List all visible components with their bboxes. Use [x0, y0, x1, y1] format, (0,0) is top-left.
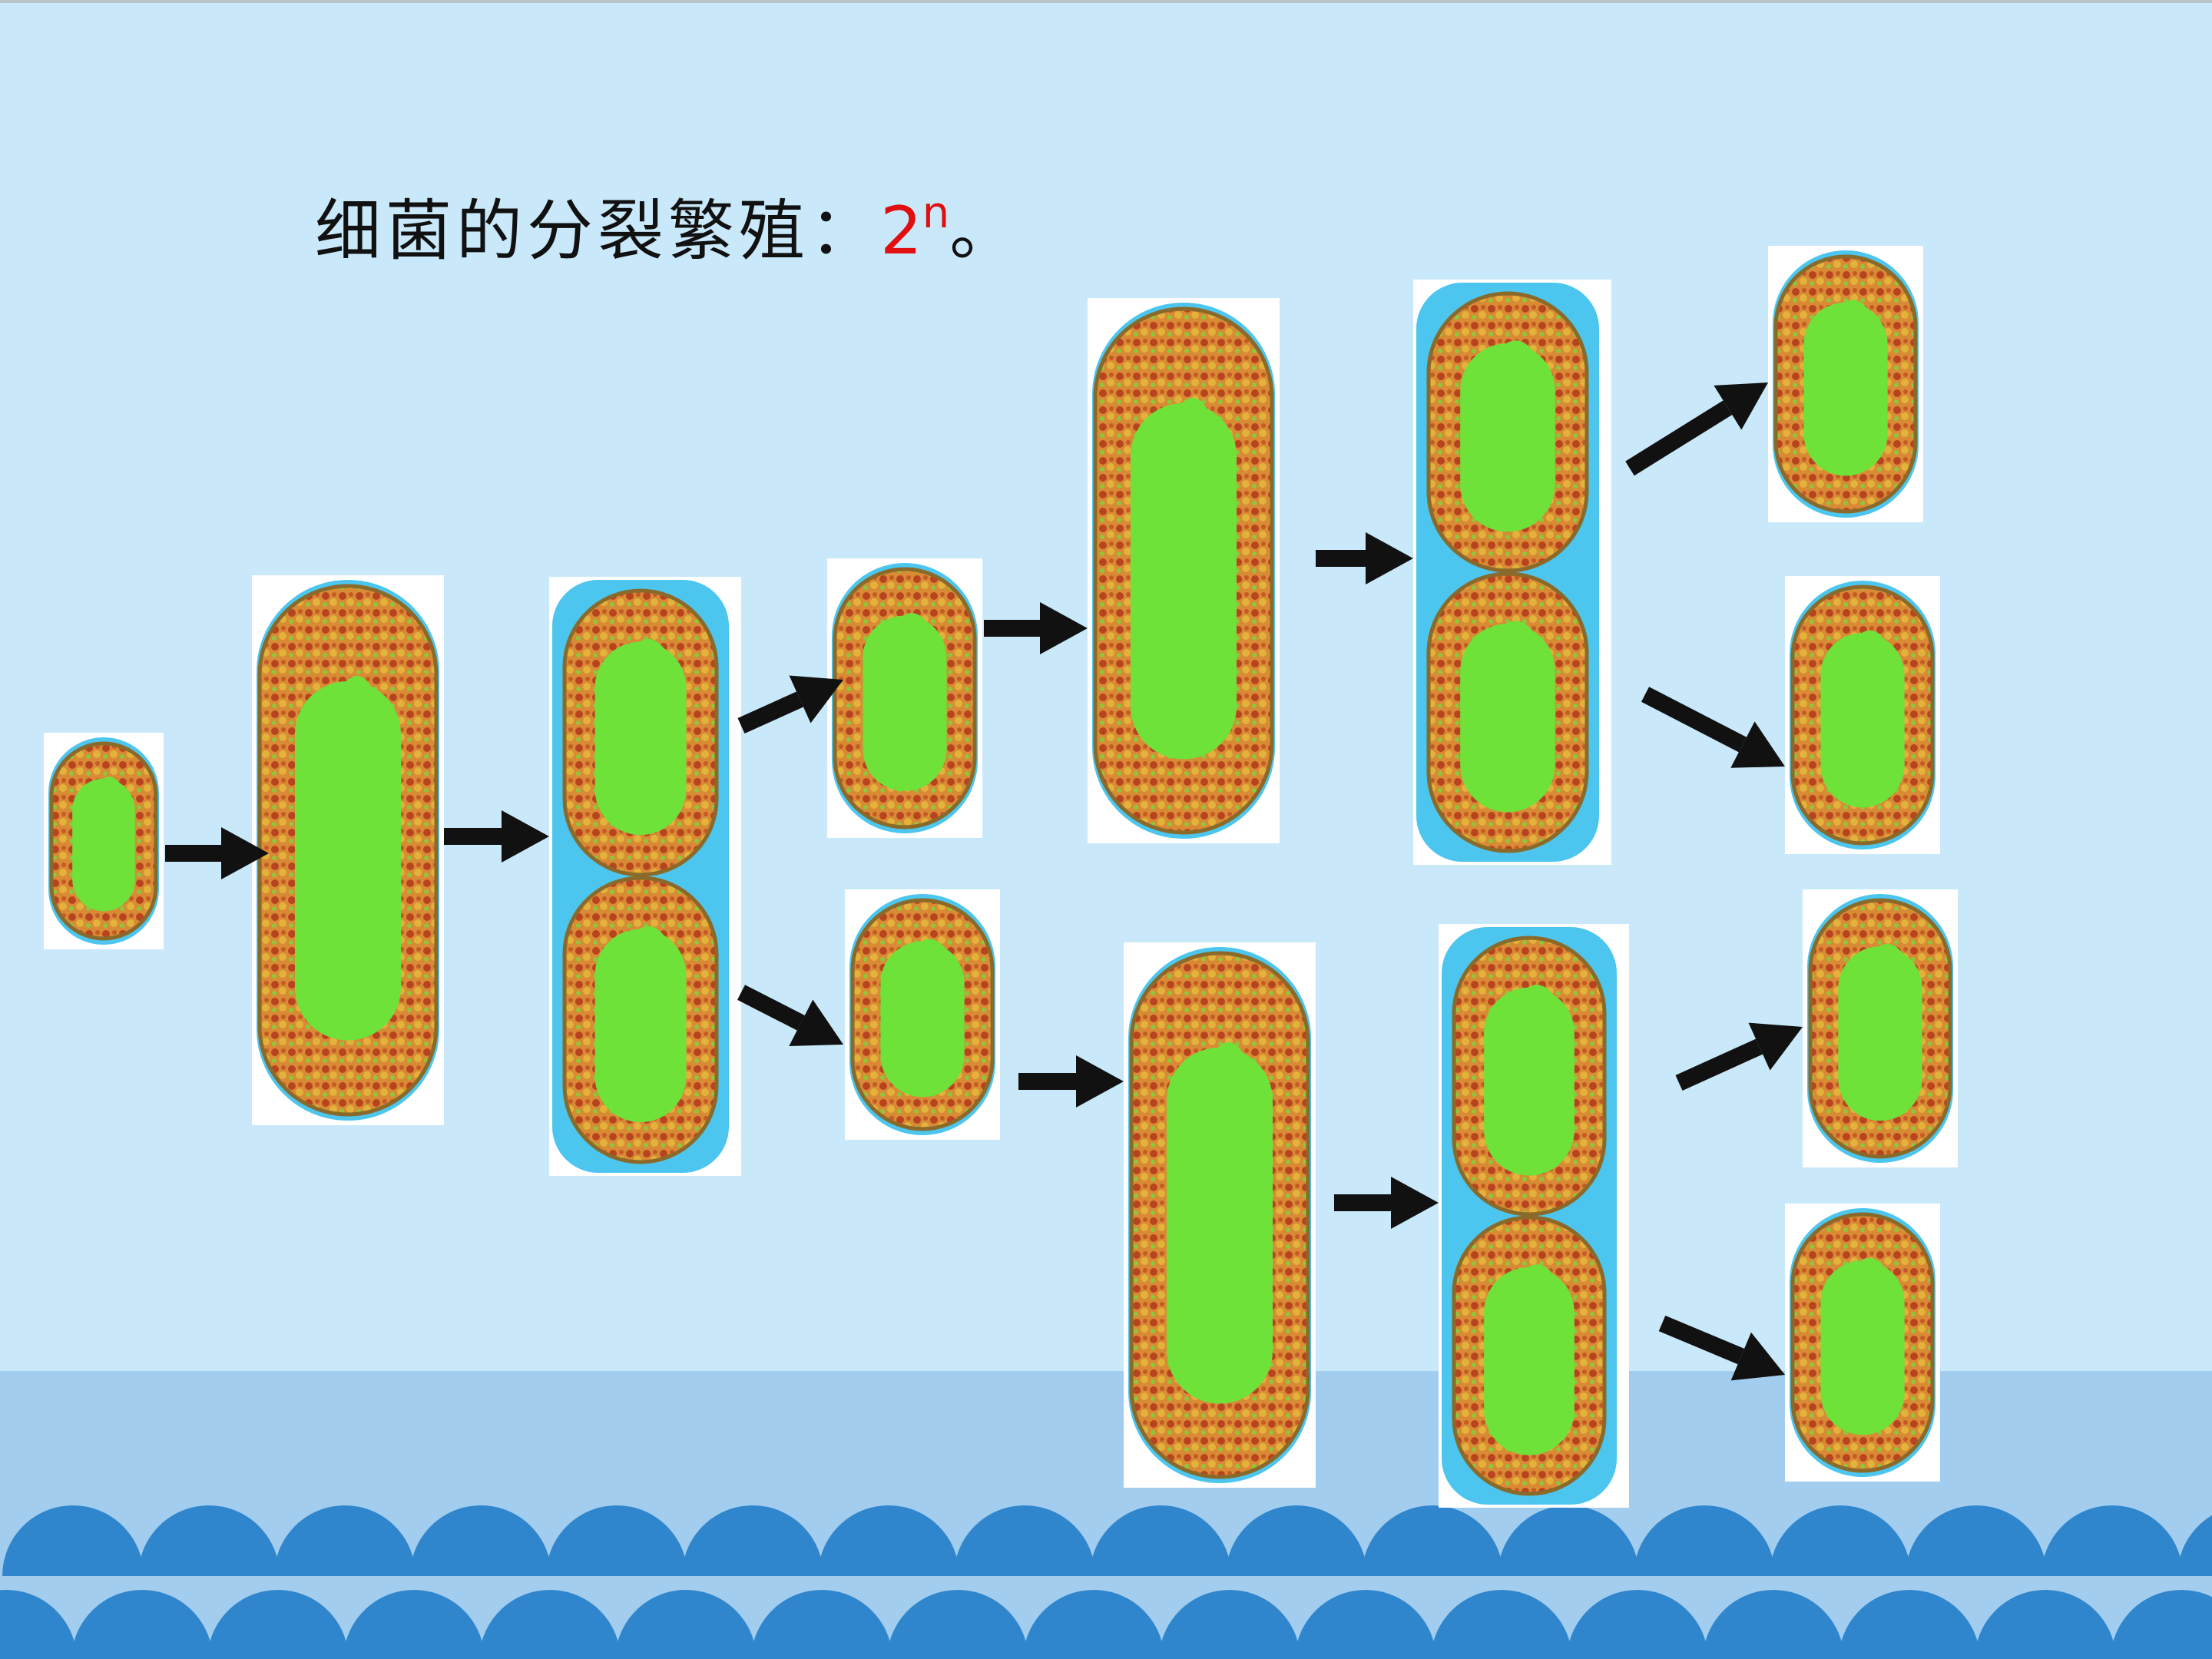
- top-rule: [0, 0, 2212, 3]
- slide-title: 细菌的分裂繁殖：2n。: [315, 167, 1015, 277]
- bacterium-cell: [1768, 246, 1923, 522]
- arrow-icon: [737, 675, 843, 734]
- arrow-icon: [1018, 1055, 1124, 1108]
- bacterium-cell: [1785, 1204, 1940, 1482]
- wave-bump: [1431, 1590, 1572, 1659]
- wave-bump: [1634, 1505, 1775, 1576]
- wave-bump: [207, 1590, 349, 1659]
- arrow-icon: [1334, 1177, 1439, 1229]
- wave-bump: [1567, 1590, 1708, 1659]
- wave-bump: [1906, 1505, 2047, 1576]
- bacterium-cell: [827, 558, 982, 838]
- bacterium-cell: [1803, 889, 1958, 1167]
- bacterium-cell: [252, 575, 444, 1125]
- bacterium-cell: [845, 889, 1000, 1140]
- wave-bump: [1770, 1505, 1911, 1576]
- formula: 2n: [880, 188, 949, 270]
- wave-bump: [2177, 1515, 2212, 1576]
- dividing-bacterium: [1413, 280, 1611, 865]
- wave-bump: [751, 1590, 892, 1659]
- wave-bump: [546, 1505, 687, 1576]
- wave-bump: [2041, 1505, 2183, 1576]
- dividing-bacterium: [1439, 924, 1629, 1508]
- title-text: 细菌的分裂繁殖：: [315, 193, 880, 270]
- arrow-icon: [165, 827, 269, 879]
- wave-decoration: [0, 1505, 2212, 1659]
- wave-bump: [0, 1590, 77, 1659]
- wave-bump: [887, 1590, 1028, 1659]
- arrow-icon: [1316, 532, 1413, 584]
- bacterium-cell: [1124, 942, 1316, 1488]
- arrow-icon: [1625, 382, 1768, 476]
- bacterium-cell: [1088, 298, 1280, 843]
- wave-bump: [71, 1590, 213, 1659]
- arrow-icon: [1675, 1022, 1803, 1091]
- formula-base: 2: [880, 193, 922, 270]
- arrow-icon: [1641, 687, 1785, 768]
- wave-bump: [274, 1505, 416, 1576]
- wave-bump: [343, 1590, 485, 1659]
- arrow-icon: [444, 810, 549, 863]
- wave-bump: [615, 1590, 757, 1659]
- dividing-bacterium: [549, 577, 741, 1176]
- wave-bump: [2111, 1590, 2212, 1659]
- wave-bump: [1498, 1505, 1639, 1576]
- arrow-icon: [984, 602, 1088, 654]
- wave-bump: [1839, 1590, 1980, 1659]
- formula-exponent: n: [922, 188, 950, 238]
- wave-bump: [410, 1505, 551, 1576]
- wave-bump: [479, 1590, 621, 1659]
- wave-bump: [1362, 1505, 1503, 1576]
- arrow-icon: [737, 985, 843, 1047]
- wave-bump: [138, 1505, 280, 1576]
- wave-bump: [818, 1505, 959, 1576]
- wave-bump: [1975, 1590, 2116, 1659]
- wave-bump: [1295, 1590, 1436, 1659]
- bacterium-cell: [1785, 576, 1940, 854]
- wave-bump: [1090, 1505, 1231, 1576]
- wave-bump: [1159, 1590, 1300, 1659]
- arrow-icon: [1658, 1315, 1785, 1381]
- wave-bump: [954, 1505, 1095, 1576]
- wave-bump: [1023, 1590, 1164, 1659]
- wave-bump: [1703, 1590, 1844, 1659]
- bacterium-cell: [44, 733, 164, 949]
- wave-bump: [2, 1505, 144, 1576]
- wave-bump: [1226, 1505, 1367, 1576]
- wave-bump: [682, 1505, 823, 1576]
- title-end: 。: [949, 193, 1016, 270]
